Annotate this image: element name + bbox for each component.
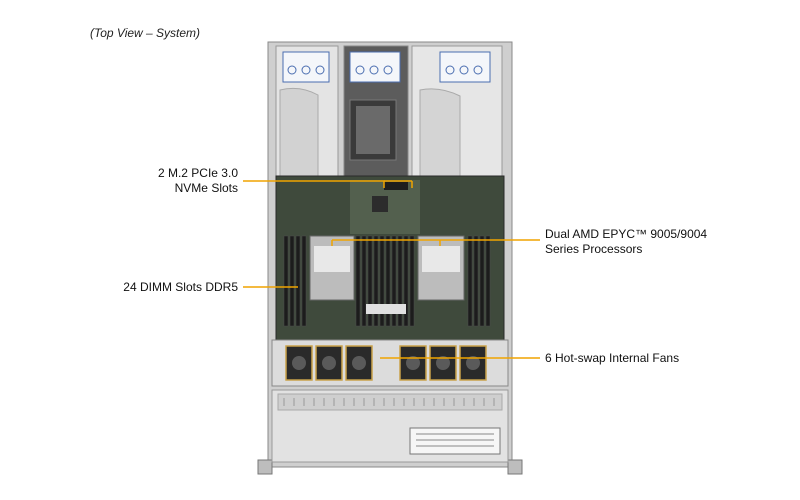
callout-fans-line1: 6 Hot-swap Internal Fans	[545, 351, 680, 365]
callout-cpu-line2: Series Processors	[545, 242, 643, 256]
callout-dimm-line1: 24 DIMM Slots DDR5	[123, 280, 238, 294]
callout-label-cpu: Dual AMD EPYC™ 9005/9004 Series Processo…	[545, 227, 745, 257]
rear-ear-left	[257, 459, 273, 475]
callout-m2-line1: 2 M.2 PCIe 3.0	[157, 166, 238, 180]
service-label-sticker	[409, 427, 501, 455]
callout-m2-line2: NVMe Slots	[174, 181, 238, 195]
callout-label-m2: 2 M.2 PCIe 3.0 NVMe Slots	[110, 166, 238, 196]
rear-ear-right	[507, 459, 523, 475]
callout-label-fans: 6 Hot-swap Internal Fans	[545, 351, 725, 366]
callout-cpu-line1: Dual AMD EPYC™ 9005/9004	[545, 227, 708, 241]
figure-caption: (Top View – System)	[90, 26, 201, 40]
callout-label-dimm: 24 DIMM Slots DDR5	[98, 280, 238, 295]
